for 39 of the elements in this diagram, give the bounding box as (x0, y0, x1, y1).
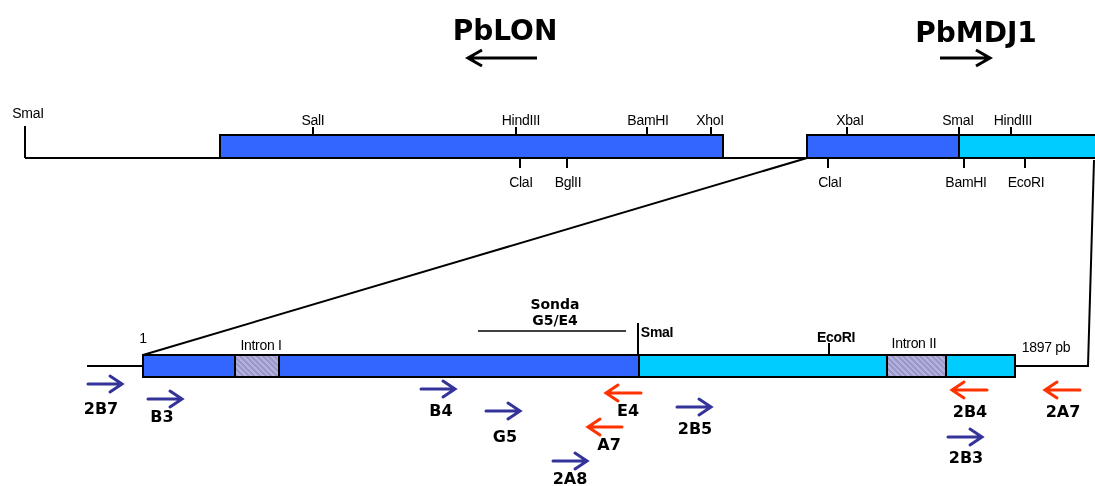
zoom-line (142, 157, 808, 356)
position-label: 1897 pb (1021, 338, 1071, 356)
restriction-site-label: SalI (301, 111, 325, 129)
intron-label: Intron I (240, 336, 282, 354)
primer-label: E4 (616, 401, 640, 421)
primer-label: 2B4 (952, 402, 988, 422)
intron-label: Intron II (891, 334, 937, 352)
primer-label: 2B7 (83, 399, 119, 419)
primer-label: B4 (429, 401, 453, 421)
restriction-site-label: SmaI (12, 104, 44, 122)
gene-bar (142, 354, 1016, 378)
gene-bar (219, 134, 724, 159)
primer-label: G5 (492, 427, 518, 447)
restriction-site-label: XbaI (836, 111, 864, 129)
restriction-site-label: HindIII (993, 111, 1033, 129)
position-label: 1 (139, 329, 147, 347)
primer-label: 2A8 (552, 469, 588, 486)
gene-name: PbMDJ1 (915, 16, 1037, 50)
restriction-site-label: ClaI (818, 173, 842, 191)
gene-bar (806, 134, 1095, 159)
restriction-site-label: HindIII (501, 111, 541, 129)
primer-label: 2A7 (1045, 402, 1081, 422)
restriction-site-label: SmaI (942, 111, 974, 129)
dna-line (723, 157, 807, 159)
probe-label: Sonda G5/E4 (529, 295, 581, 329)
primer-label: B3 (150, 407, 174, 427)
restriction-site-label: SmaI (640, 323, 674, 341)
primer-label: 2B3 (948, 448, 984, 468)
restriction-site-label: BamHI (945, 173, 987, 191)
dna-line (24, 157, 220, 159)
primer-label: 2B5 (677, 419, 713, 439)
gene-name: PbLON (452, 14, 558, 48)
restriction-site-label: BglII (554, 173, 582, 191)
primer-label: A7 (597, 435, 621, 455)
restriction-site-label: BamHI (627, 111, 669, 129)
restriction-site-label: ClaI (509, 173, 533, 191)
restriction-site-label: XhoI (696, 111, 724, 129)
restriction-site-label: EcoRI (816, 328, 856, 346)
restriction-site-label: EcoRI (1007, 173, 1045, 191)
